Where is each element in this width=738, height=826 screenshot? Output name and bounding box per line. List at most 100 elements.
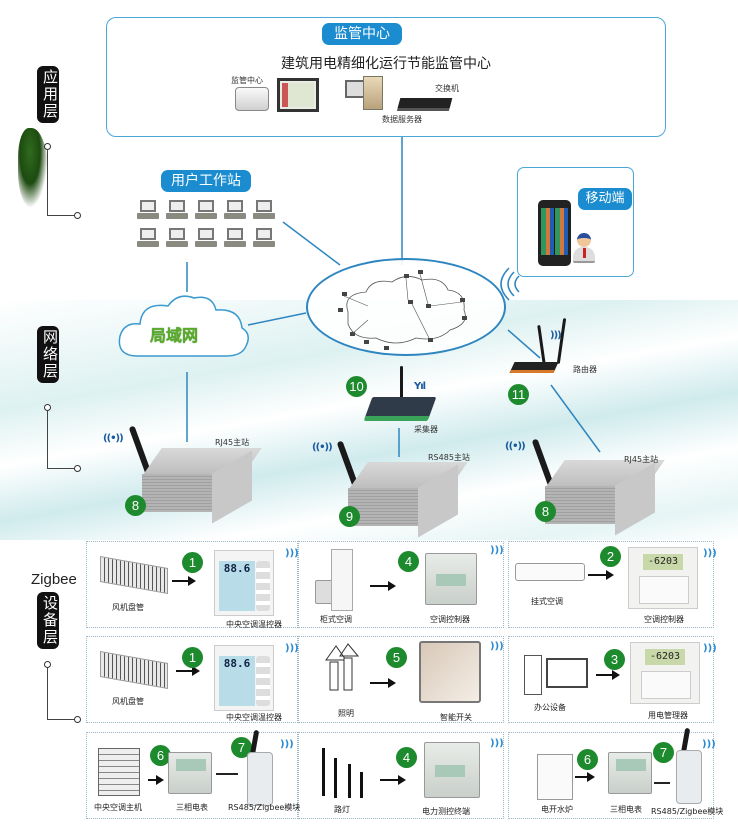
smart-switch-icon — [419, 641, 481, 703]
link-line — [654, 782, 670, 784]
layer-tag-device: 设备层 — [37, 592, 59, 649]
mobile-wireless-waves — [500, 267, 520, 301]
server-label: 数据服务器 — [382, 115, 422, 124]
device-source-label: 风机盘管 — [112, 697, 144, 706]
device-source-label: 风机盘管 — [112, 603, 144, 612]
gateway-label: RJ45主站 — [215, 438, 250, 447]
zigbee-label: Zigbee — [31, 571, 77, 588]
device-middle-label: 三相电表 — [610, 805, 642, 814]
three-phase-meter-icon — [608, 752, 652, 794]
device-cell-r2c1 — [86, 636, 298, 723]
lan-label: 局域网 — [150, 326, 199, 345]
device-target-label: RS485/Zigbee模块 — [228, 803, 301, 812]
arrow-icon — [596, 670, 620, 680]
printer-icon — [235, 87, 269, 111]
device-target-label: 中央空调温控器 — [226, 620, 282, 629]
layer-node-dot — [44, 404, 51, 411]
device-cell-r3c2 — [298, 732, 504, 819]
collector-number-badge: 10 — [346, 376, 367, 397]
monitoring-center-badge: 监管中心 — [322, 23, 402, 45]
layer-node-dot — [74, 465, 81, 472]
antenna-signal-icon: ((•)) — [505, 441, 526, 452]
floor-ac-icon — [331, 549, 353, 611]
layer-node-dot — [74, 212, 81, 219]
layer-node-dot — [74, 716, 81, 723]
device-source-label: 办公设备 — [534, 703, 566, 712]
device-target-label: 用电管理器 — [648, 711, 688, 720]
device-cell-r1c2 — [298, 541, 504, 628]
arrow-icon — [588, 570, 614, 580]
layer-connector — [47, 150, 75, 216]
signal-icon: Yıl — [414, 381, 426, 392]
layer-tag-network: 网络层 — [37, 326, 59, 383]
gateway-label: RS485主站 — [428, 453, 470, 462]
workstations-badge: 用户工作站 — [161, 170, 251, 192]
device-target-label: 智能开关 — [440, 713, 472, 722]
device-source-label: 照明 — [338, 709, 354, 718]
thermostat-icon: 88.6 — [214, 645, 274, 711]
wireless-signal-icon: ))) — [703, 548, 717, 559]
wireless-signal-icon: ))) — [285, 548, 299, 559]
layer-connector — [47, 411, 75, 469]
device-target-label: 空调控制器 — [430, 615, 470, 624]
device-source-label: 电开水炉 — [541, 805, 573, 814]
power-monitoring-terminal-icon — [424, 742, 480, 798]
arrow-icon — [380, 775, 406, 785]
three-phase-meter-icon — [168, 752, 212, 794]
wireless-signal-icon: ))) — [280, 739, 294, 750]
wireless-signal-icon: ))) — [490, 545, 504, 556]
rs485-zigbee-module-icon — [676, 750, 702, 804]
monitor-icon — [277, 78, 319, 112]
wireless-signal-icon: ))) — [285, 643, 299, 654]
collector-antenna — [400, 366, 403, 400]
device-number-badge: 7 — [231, 737, 252, 758]
workstation-pc-icon — [137, 228, 159, 248]
internet-to-router-line — [507, 329, 541, 359]
workstation-pc-icon — [137, 200, 159, 220]
device-number-badge: 4 — [398, 551, 419, 572]
device-number-badge: 3 — [604, 649, 625, 670]
smartphone-icon — [538, 200, 571, 266]
layer-connector — [47, 668, 75, 720]
water-boiler-icon — [537, 754, 573, 800]
ac-socket-controller-icon: -6203 — [628, 547, 698, 609]
monitoring-center-panel: 监管中心 建筑用电精细化运行节能监管中心 监管中心 数据服务器 交换机 — [106, 17, 666, 137]
collector-label: 采集器 — [414, 425, 438, 434]
gateway-rs485 — [348, 462, 468, 538]
device-cell-r3c1 — [86, 732, 298, 819]
device-target-label: RS485/Zigbee模块 — [651, 807, 724, 816]
device-middle-label: 三相电表 — [176, 803, 208, 812]
device-number-badge: 7 — [653, 742, 674, 763]
arrow-icon — [575, 772, 595, 782]
device-cell-r3c3 — [508, 732, 714, 819]
user-avatar-icon — [573, 233, 595, 265]
link-line — [216, 773, 238, 775]
antenna-signal-icon: ((•)) — [103, 433, 124, 444]
device-cell-r1c3 — [508, 541, 714, 628]
wireless-signal-icon: ))) — [490, 641, 504, 652]
workstation-pc-icon — [195, 200, 217, 220]
device-cell-r1c1 — [86, 541, 298, 628]
server-icon — [341, 74, 399, 112]
arrow-icon — [370, 581, 396, 591]
rs485-zigbee-module-icon — [247, 752, 273, 806]
gateway-rj45-left — [142, 448, 262, 524]
central-ac-chiller-icon — [98, 748, 140, 796]
device-number-badge: 4 — [396, 747, 417, 768]
arrow-icon — [176, 666, 200, 676]
device-number-badge: 6 — [150, 745, 171, 766]
device-source-label: 挂式空调 — [531, 597, 563, 606]
device-source-label: 中央空调主机 — [94, 803, 142, 812]
antenna-signal-icon: ((•)) — [312, 442, 333, 453]
switch-label: 交换机 — [435, 84, 459, 93]
wireless-signal-icon: ))) — [703, 643, 717, 654]
gateway-number-badge: 8 — [535, 501, 556, 522]
device-target-label: 空调控制器 — [644, 615, 684, 624]
router-label: 路由器 — [573, 365, 597, 374]
workstation-pc-icon — [166, 228, 188, 248]
device-target-label: 电力测控终端 — [422, 807, 470, 816]
workstation-pc-icon — [166, 200, 188, 220]
device-number-badge: 1 — [182, 647, 203, 668]
